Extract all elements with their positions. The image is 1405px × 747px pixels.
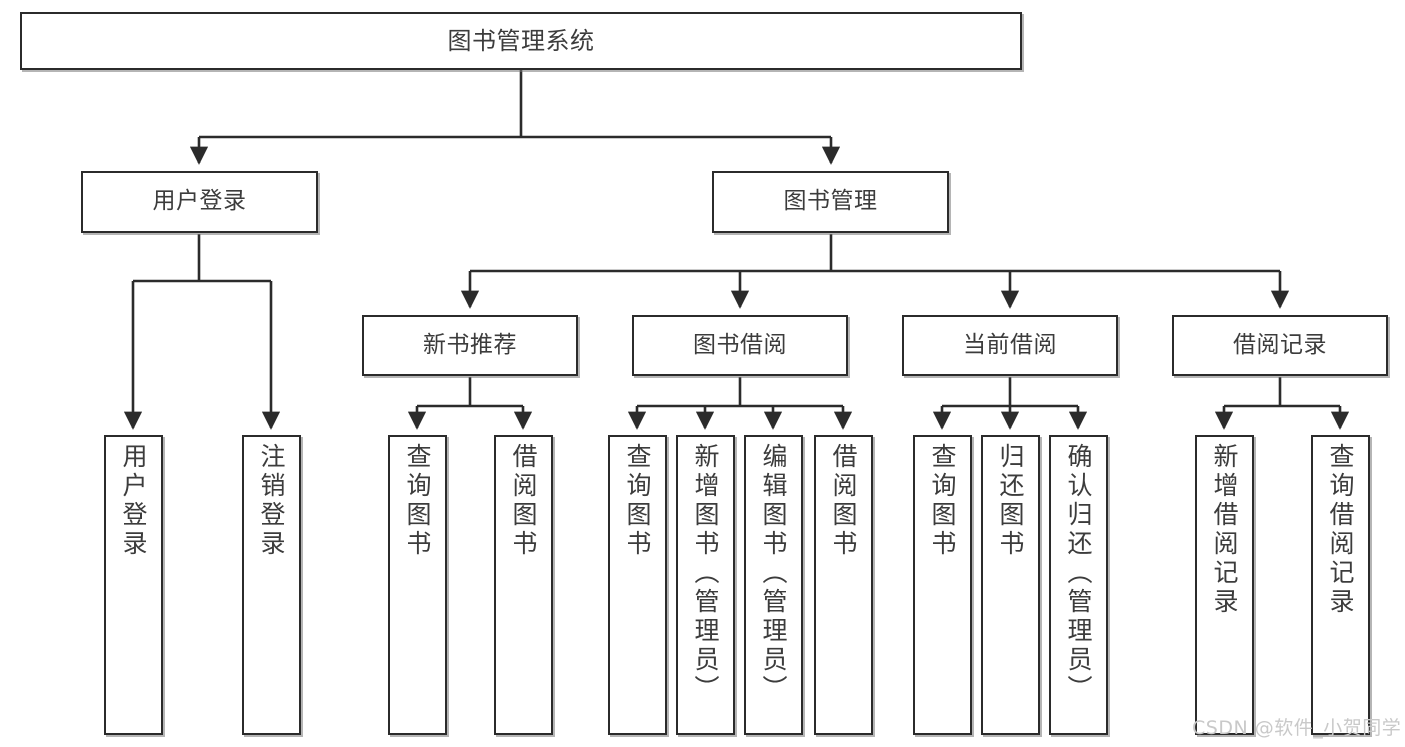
node-leaf-return-book[interactable]: 归还图书 — [981, 435, 1040, 735]
node-leaf-user-login-label: 用户登录 — [119, 443, 148, 559]
node-leaf-confirm-return-label: 确认归还（管理员） — [1064, 443, 1093, 704]
node-leaf-query-record[interactable]: 查询借阅记录 — [1311, 435, 1370, 735]
node-root-label: 图书管理系统 — [447, 26, 595, 55]
node-current-borrow-label: 当前借阅 — [963, 331, 1057, 358]
node-leaf-return-book-label: 归还图书 — [996, 443, 1025, 559]
node-leaf-query-book-1-label: 查询图书 — [403, 443, 432, 559]
node-leaf-logout-login-label: 注销登录 — [257, 443, 286, 559]
node-leaf-query-book-3[interactable]: 查询图书 — [913, 435, 972, 735]
csdn-watermark: CSDN @软件_小贺同学 — [1192, 717, 1402, 739]
node-leaf-borrow-book-1-label: 借阅图书 — [509, 443, 538, 559]
node-user-login[interactable]: 用户登录 — [81, 171, 318, 233]
node-current-borrow[interactable]: 当前借阅 — [902, 315, 1118, 376]
node-leaf-add-book[interactable]: 新增图书（管理员） — [676, 435, 735, 735]
node-new-book-recommend[interactable]: 新书推荐 — [362, 315, 578, 376]
node-leaf-query-book-3-label: 查询图书 — [928, 443, 957, 559]
node-leaf-user-login[interactable]: 用户登录 — [104, 435, 163, 735]
node-leaf-edit-book-label: 编辑图书（管理员） — [759, 443, 788, 704]
node-book-borrow[interactable]: 图书借阅 — [632, 315, 848, 376]
node-leaf-add-book-label: 新增图书（管理员） — [691, 443, 720, 704]
node-book-borrow-label: 图书借阅 — [693, 331, 787, 358]
node-user-login-label: 用户登录 — [152, 188, 247, 215]
node-leaf-logout-login[interactable]: 注销登录 — [242, 435, 301, 735]
node-leaf-query-book-2-label: 查询图书 — [623, 443, 652, 559]
node-book-management[interactable]: 图书管理 — [712, 171, 949, 233]
node-borrow-record-label: 借阅记录 — [1233, 331, 1327, 358]
node-leaf-confirm-return[interactable]: 确认归还（管理员） — [1049, 435, 1108, 735]
node-leaf-add-record-label: 新增借阅记录 — [1210, 443, 1239, 617]
node-leaf-add-record[interactable]: 新增借阅记录 — [1195, 435, 1254, 735]
node-new-book-recommend-label: 新书推荐 — [423, 331, 517, 358]
node-leaf-query-book-1[interactable]: 查询图书 — [388, 435, 447, 735]
node-book-management-label: 图书管理 — [783, 188, 878, 215]
node-borrow-record[interactable]: 借阅记录 — [1172, 315, 1388, 376]
node-leaf-query-book-2[interactable]: 查询图书 — [608, 435, 667, 735]
node-root[interactable]: 图书管理系统 — [20, 12, 1022, 70]
node-leaf-query-record-label: 查询借阅记录 — [1326, 443, 1355, 617]
node-leaf-borrow-book-2-label: 借阅图书 — [829, 443, 858, 559]
node-leaf-borrow-book-1[interactable]: 借阅图书 — [494, 435, 553, 735]
node-leaf-edit-book[interactable]: 编辑图书（管理员） — [744, 435, 803, 735]
node-leaf-borrow-book-2[interactable]: 借阅图书 — [814, 435, 873, 735]
